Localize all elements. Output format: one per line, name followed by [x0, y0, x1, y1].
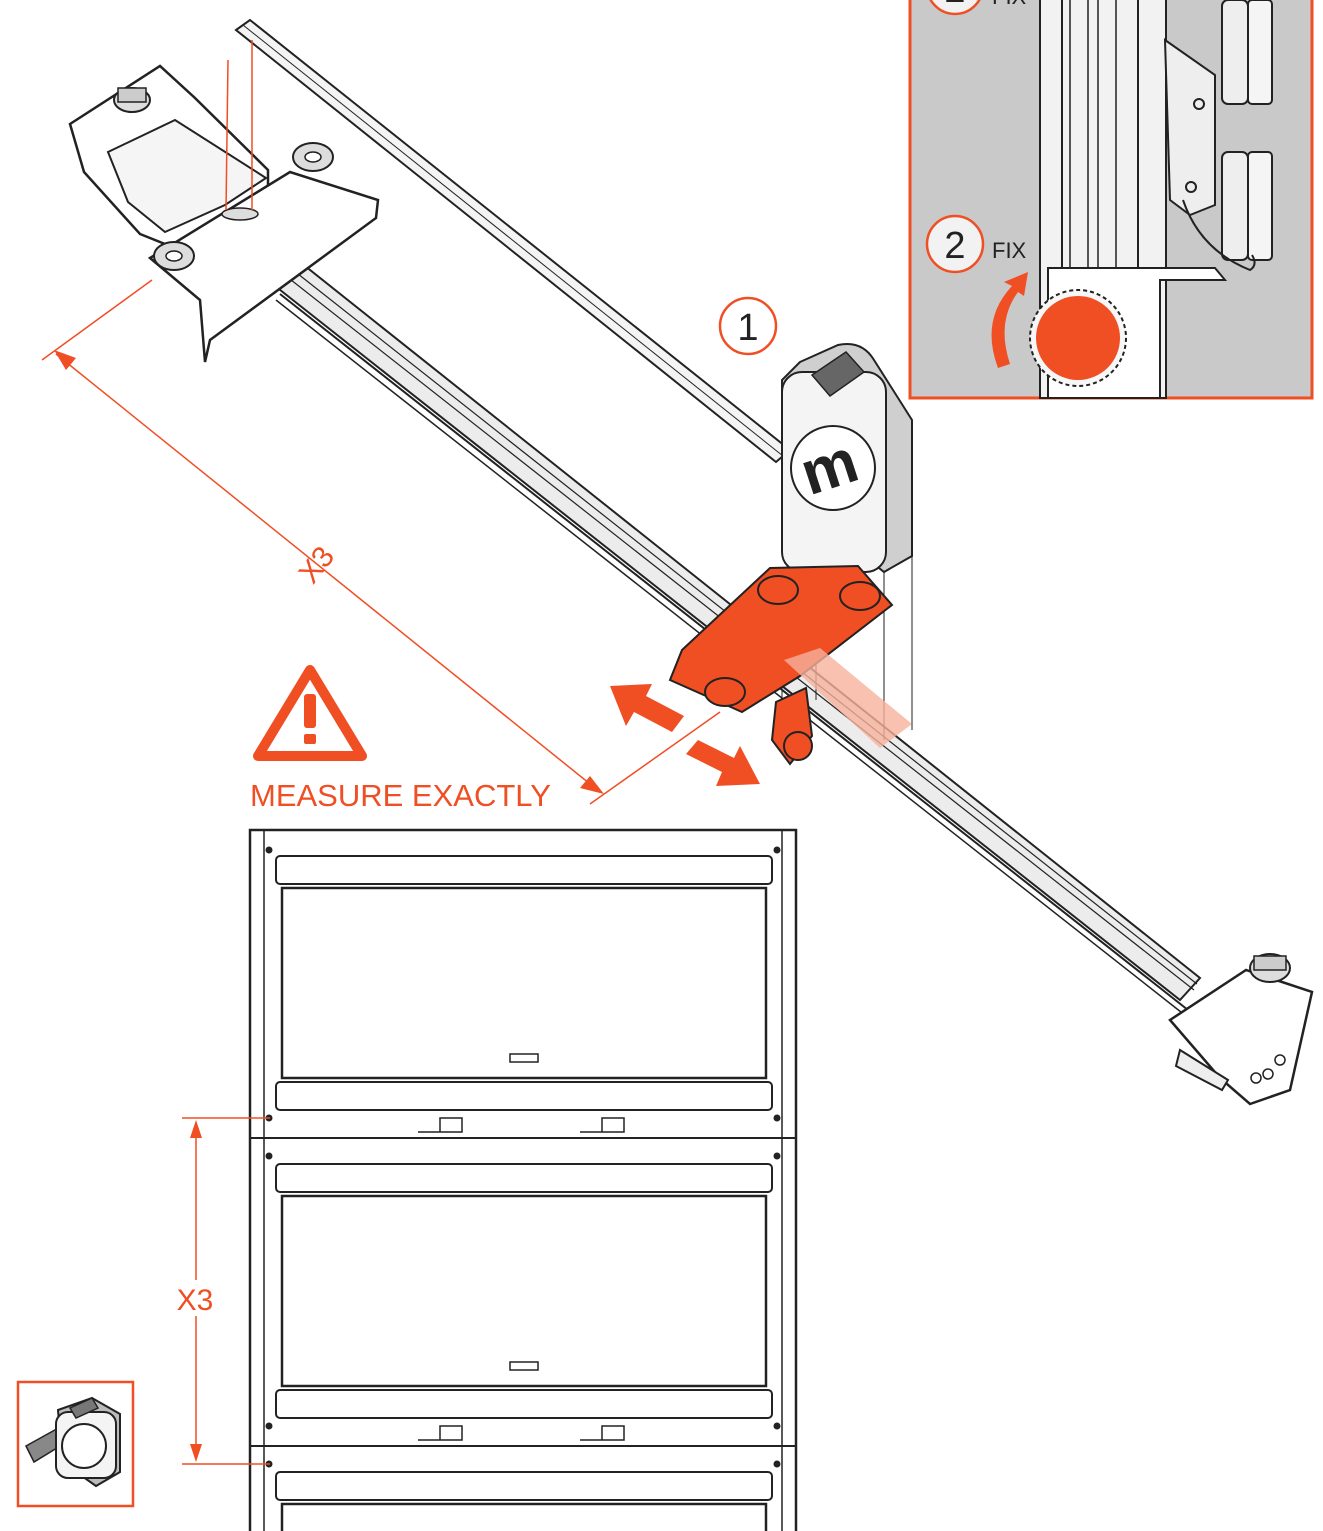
- rail-end-bracket-left: [68, 64, 380, 363]
- step-2-number-top: 2: [944, 0, 965, 11]
- rail-end-bracket-right: [1168, 953, 1314, 1106]
- fix-label: FIX: [992, 238, 1027, 263]
- tape-measure-icon: [16, 1380, 135, 1508]
- detail-inset-panel: 2 FIX 2 FIX: [908, 0, 1314, 400]
- tape-measure-body: m: [781, 343, 913, 740]
- step-2-badge-top: [929, 0, 981, 16]
- fix-knob-icon: [1029, 289, 1127, 387]
- step-2-badge: [925, 214, 985, 274]
- cabinet-front-view: [248, 828, 798, 1531]
- orange-slider-bracket: [668, 564, 912, 766]
- warning-text: MEASURE EXACTLY: [250, 778, 551, 813]
- cabinet-dimension-x3: X3: [172, 1117, 270, 1465]
- warning-triangle-icon: [253, 665, 367, 761]
- step-2-number: 2: [944, 225, 965, 267]
- step-1-badge: [718, 296, 778, 356]
- rotate-arrow-icon: [991, 272, 1028, 368]
- cabinet-x3-label: X3: [177, 1284, 214, 1317]
- double-arrow-icon: [610, 684, 760, 786]
- fix-label-top: FIX: [992, 0, 1027, 9]
- rail-x3-label: X3: [293, 540, 342, 589]
- step-1-number: 1: [737, 307, 758, 349]
